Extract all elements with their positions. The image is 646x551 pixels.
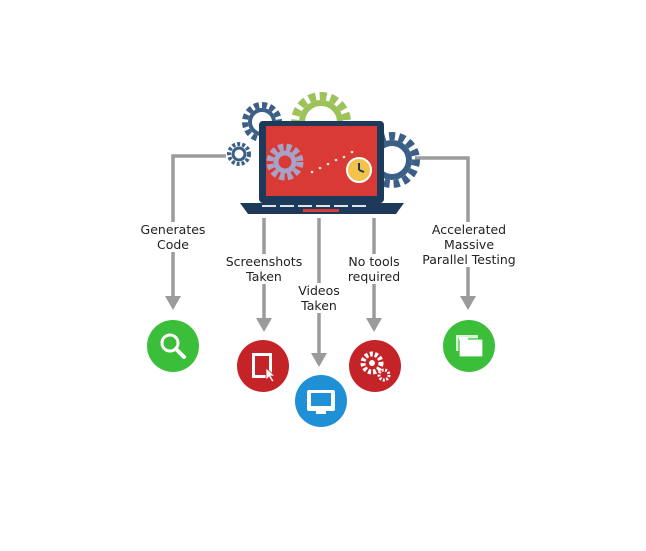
arrowhead-screenshots — [256, 318, 272, 332]
arrowhead-generates-code — [165, 296, 181, 310]
label-screenshots: Screenshots Taken — [221, 254, 307, 284]
laptop-keyboard-base — [240, 203, 404, 214]
laptop-icon — [240, 121, 404, 214]
circle-videos — [295, 375, 347, 427]
circle-generates-code — [147, 320, 199, 372]
label-no-tools: No tools required — [341, 254, 407, 284]
label-generates-code: Generates Code — [135, 222, 211, 252]
settings-gears-icon — [360, 351, 391, 382]
label-videos: Videos Taken — [290, 283, 348, 313]
gear-small-left-icon — [227, 142, 251, 166]
circle-no-tools — [349, 340, 401, 392]
arrowhead-parallel — [460, 296, 476, 310]
label-parallel: Accelerated Massive Parallel Testing — [416, 222, 522, 267]
screenshot-icon — [252, 353, 277, 383]
arrowhead-no-tools — [366, 318, 382, 332]
circle-parallel — [443, 320, 495, 372]
search-icon — [160, 333, 186, 359]
arrowhead-videos — [311, 353, 327, 367]
video-icon — [307, 390, 335, 414]
folders-icon — [456, 335, 484, 358]
circle-screenshots — [237, 340, 289, 392]
clock-icon — [346, 157, 372, 183]
